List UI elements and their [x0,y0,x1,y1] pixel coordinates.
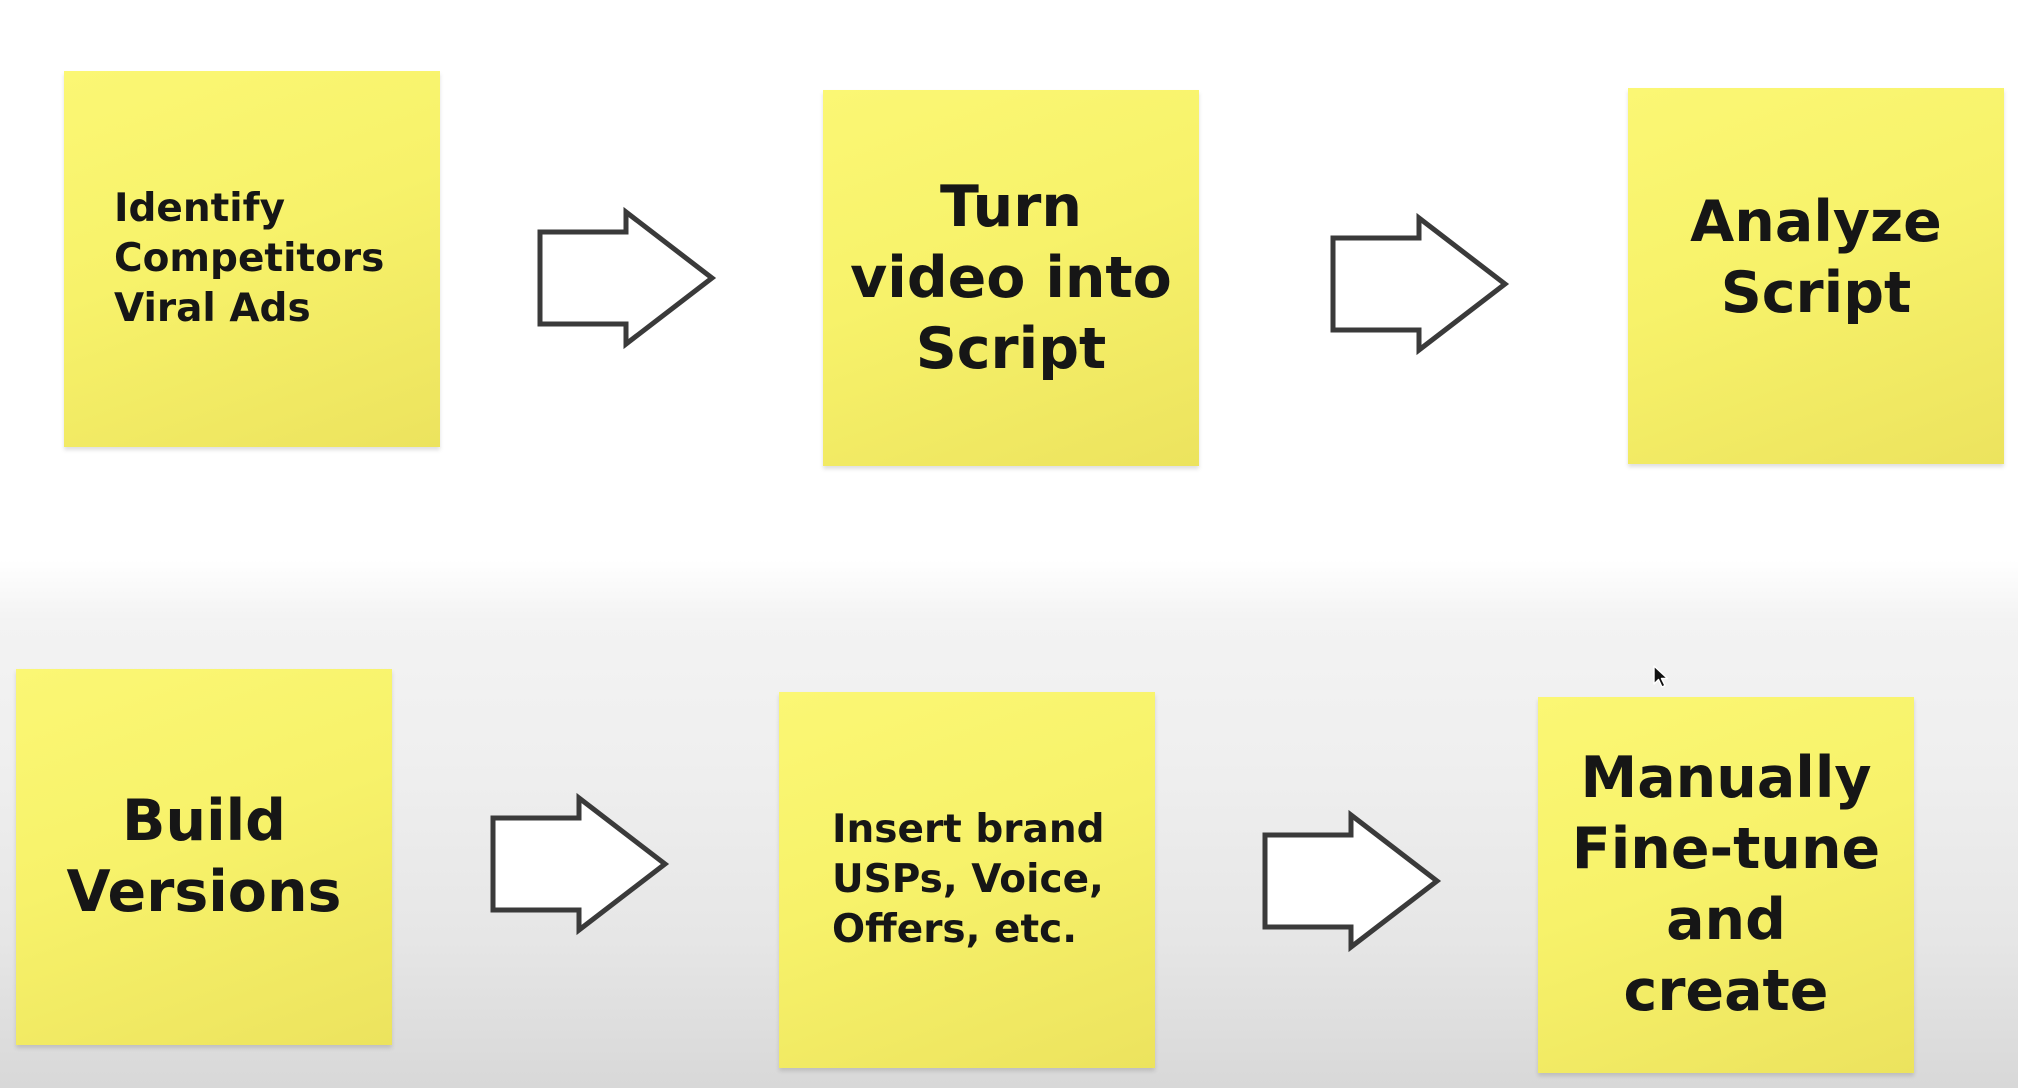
step-label-line: Fine-tune [1571,816,1881,882]
step-turn-video-into-script: Turn video into Script [823,90,1199,466]
step-label-line: Script [915,315,1107,382]
step-label-line: Offers, etc. [832,907,1078,952]
step-label-line: USPs, Voice, [832,857,1104,902]
step-label-line: Analyze [1690,189,1942,255]
step-label-line: Versions [66,859,342,925]
step-analyze-script: Analyze Script [1628,88,2004,464]
mouse-cursor-icon [1653,665,1669,688]
step-build-versions: Build Versions [16,669,392,1045]
step-insert-brand-usps-voice-offers: Insert brand USPs, Voice, Offers, etc. [779,692,1155,1068]
step-label-line: Insert brand [832,807,1105,852]
step-label-line: Build [122,788,286,854]
arrow-right-icon [490,792,670,936]
arrow-right-icon [537,206,717,350]
step-label-line: Identify [114,186,286,231]
arrow-right-icon [1330,212,1510,356]
step-label-line: Script [1720,260,1912,326]
step-identify-competitors-viral-ads: Identify Competitors Viral Ads [64,71,440,447]
step-label-line: Viral Ads [114,286,311,331]
step-label-line: video into [850,244,1172,311]
arrow-right-icon [1262,809,1442,953]
step-manually-fine-tune-and-create: Manually Fine-tune and create [1538,697,1914,1073]
step-label-line: create [1623,958,1829,1024]
step-label-line: and [1666,887,1786,953]
step-label-line: Manually [1580,745,1872,811]
step-label-line: Turn [940,173,1082,240]
step-label-line: Competitors [114,236,385,281]
